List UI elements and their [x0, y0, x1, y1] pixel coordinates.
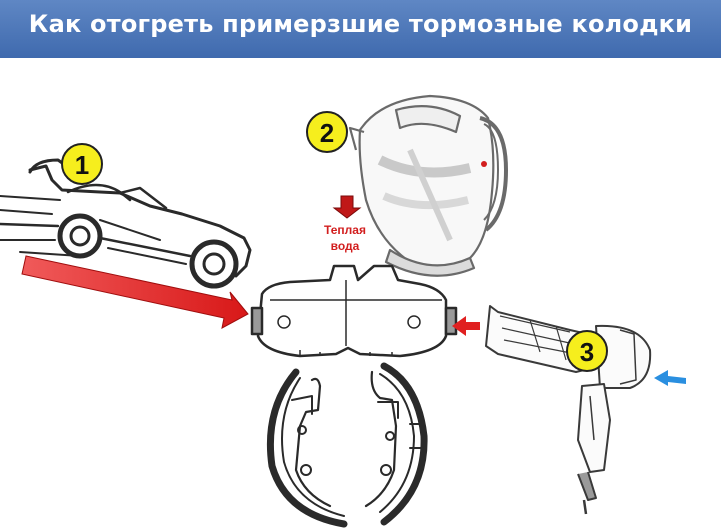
arrow-to-pads-icon: [21, 255, 249, 329]
kettle-icon: [348, 94, 508, 277]
drum-brake-shoes-icon: [266, 362, 428, 528]
step-badge-3: 3: [566, 330, 608, 372]
svg-text:3: 3: [580, 337, 594, 367]
step-badge-1: 1: [61, 143, 103, 185]
step-badge-2: 2: [306, 111, 348, 153]
hair-dryer-icon: [485, 305, 652, 515]
car-icon: [0, 158, 252, 289]
title-banner: [0, 0, 721, 58]
page-title: Как отогреть примерзшие тормозные колодк…: [28, 10, 693, 38]
svg-text:2: 2: [320, 118, 334, 148]
warm-water-label: Теплая вода: [305, 222, 385, 254]
svg-text:1: 1: [75, 150, 89, 180]
air-intake-arrow-icon: [654, 370, 686, 386]
warm-water-arrow-icon: [332, 195, 362, 219]
warm-water-label-line1: Теплая: [324, 223, 366, 237]
brake-pad-icon: [250, 264, 458, 358]
warm-water-label-line2: вода: [330, 239, 360, 253]
arrow-from-dryer-icon: [452, 316, 480, 336]
